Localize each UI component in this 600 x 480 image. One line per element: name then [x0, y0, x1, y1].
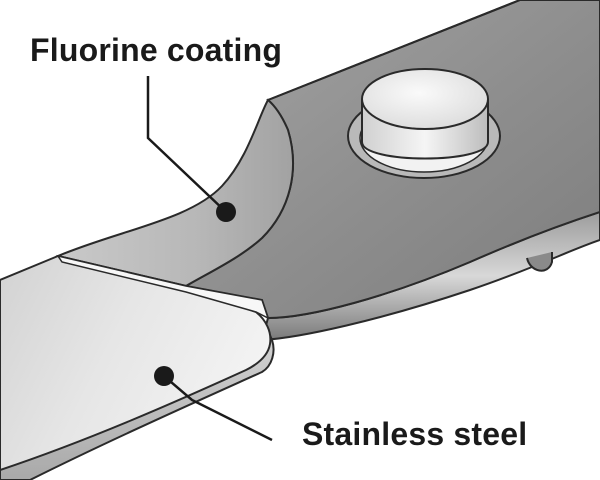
steel-leader-dot [154, 366, 174, 386]
stainless-steel-label: Stainless steel [302, 416, 528, 452]
steel-leader-line [163, 375, 273, 442]
underside-bump [526, 252, 553, 272]
steel-section [0, 254, 275, 480]
fluorine-coating-label: Fluorine coating [30, 32, 283, 68]
steel-leader [154, 366, 273, 442]
fluorine-leader-dot [216, 202, 236, 222]
fluorine-leader [146, 76, 236, 222]
coated-scallop [54, 98, 294, 288]
fluorine-leader-line [146, 76, 227, 213]
coated-far-edge [267, 0, 521, 101]
coating-boundary-strip [56, 254, 270, 320]
steel-top-face [0, 254, 272, 472]
rivet-button [347, 68, 501, 179]
rivet-top [361, 68, 489, 130]
